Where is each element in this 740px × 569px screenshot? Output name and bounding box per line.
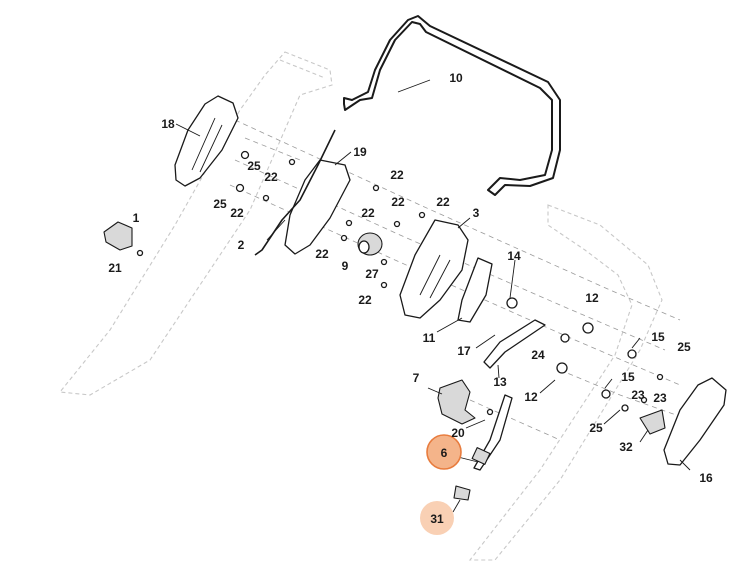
grip-part xyxy=(437,379,476,425)
callout-14: 14 xyxy=(507,249,521,263)
callout-16: 16 xyxy=(699,471,713,485)
left-cover-part xyxy=(174,95,239,187)
leader-lines xyxy=(175,79,691,513)
callout-31[interactable]: 31 xyxy=(430,512,444,526)
callout-24: 24 xyxy=(531,348,545,362)
callout-32: 32 xyxy=(619,440,633,454)
callout-25-b: 25 xyxy=(213,197,227,211)
callout-25-c: 25 xyxy=(677,340,691,354)
ghost-handle-right xyxy=(468,204,663,561)
callout-11: 11 xyxy=(423,331,436,345)
callout-22-a: 22 xyxy=(264,170,278,184)
callout-12-upper: 12 xyxy=(585,291,599,305)
small-bracket-part xyxy=(639,409,666,435)
knob-part xyxy=(357,232,383,256)
callout-3: 3 xyxy=(473,206,480,220)
cover-part xyxy=(284,159,351,255)
callout-22-g: 22 xyxy=(315,247,329,261)
callout-19: 19 xyxy=(353,145,367,159)
callout-22-d: 22 xyxy=(391,195,405,209)
callout-13: 13 xyxy=(493,375,507,389)
callout-25-d: 25 xyxy=(589,421,603,435)
right-cover-part xyxy=(663,377,727,466)
callout-1: 1 xyxy=(133,211,140,225)
callout-7: 7 xyxy=(413,371,420,385)
bracket-part xyxy=(457,257,493,323)
callout-22-e: 22 xyxy=(436,195,450,209)
callout-10: 10 xyxy=(449,71,463,85)
lever-part xyxy=(483,319,546,369)
fasteners xyxy=(136,150,664,416)
bowden-cable-part xyxy=(254,129,336,256)
callout-21: 21 xyxy=(108,261,122,275)
callout-22-c: 22 xyxy=(390,168,404,182)
callout-12-lower: 12 xyxy=(524,390,538,404)
callout-2: 2 xyxy=(238,238,245,252)
callout-25-a: 25 xyxy=(247,159,261,173)
callout-27: 27 xyxy=(365,267,379,281)
ghost-handle-left xyxy=(58,51,333,396)
callout-23-b: 23 xyxy=(653,391,667,405)
callout-20: 20 xyxy=(451,426,465,440)
switch-part xyxy=(471,394,513,471)
callout-9: 9 xyxy=(342,259,349,273)
callout-17: 17 xyxy=(457,344,471,358)
callout-22-f: 22 xyxy=(361,206,375,220)
switch-housing-part xyxy=(399,219,469,319)
callout-22-b: 22 xyxy=(230,206,244,220)
callout-18: 18 xyxy=(161,117,175,131)
highlight-6[interactable] xyxy=(426,434,462,470)
callout-15-lower: 15 xyxy=(621,370,635,384)
callout-labels: 1 2 3 6 7 9 10 11 12 12 13 14 15 15 16 1… xyxy=(108,71,713,526)
connector-part xyxy=(453,485,471,501)
callout-15-upper: 15 xyxy=(651,330,665,344)
callout-22-h: 22 xyxy=(358,293,372,307)
callout-6[interactable]: 6 xyxy=(441,446,448,460)
highlight-31[interactable] xyxy=(420,501,454,535)
callout-23-a: 23 xyxy=(631,388,645,402)
control-bar-part xyxy=(343,15,561,196)
clip-part xyxy=(103,221,133,251)
